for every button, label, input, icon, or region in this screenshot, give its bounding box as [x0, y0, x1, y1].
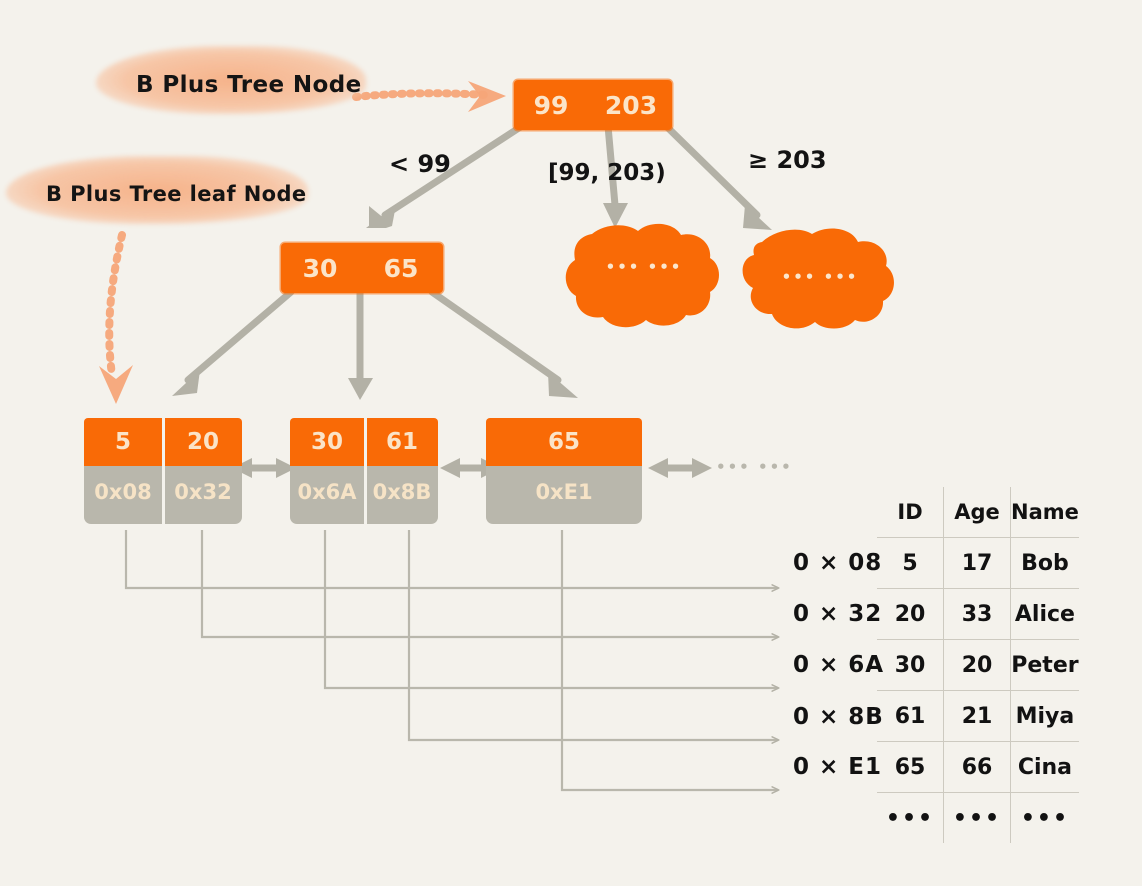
edge-internal-leaf2	[348, 288, 373, 400]
record-table: ID Age Name 5 17 Bob 20 33 Alice 30 20 P…	[877, 487, 1079, 843]
leaf-2-ptr-0: 0x6A	[297, 480, 357, 504]
leaf-3-keys[interactable]	[486, 418, 642, 466]
edge-label-middle: [99, 203)	[548, 160, 666, 186]
cell-name: •••	[1009, 792, 1079, 843]
leaf-3-ptr-0: 0xE1	[535, 480, 593, 504]
leaf-1-key-0: 5	[114, 429, 131, 455]
cell-age: 33	[943, 588, 1011, 640]
table-header-row: ID Age Name	[877, 487, 1079, 538]
cell-name: Cina	[1009, 741, 1079, 793]
table-row: 20 33 Alice	[877, 588, 1079, 640]
cell-id: 20	[877, 588, 944, 640]
cloud-right-dots: ••• •••	[781, 268, 859, 286]
edge-internal-leaf1	[172, 288, 295, 396]
highlight-blob-internal	[96, 46, 366, 114]
table-header-age: Age	[943, 487, 1011, 538]
leaf-2-divider	[364, 418, 367, 524]
address-label-0: 0 × 08	[793, 550, 883, 576]
address-label-2: 0 × 6A	[793, 652, 885, 678]
root-node[interactable]	[514, 80, 672, 130]
edge-label-right: ≥ 203	[748, 146, 827, 174]
edge-internal-leaf3	[428, 288, 578, 398]
cell-name: Miya	[1009, 690, 1079, 742]
cell-age: 20	[943, 639, 1011, 691]
table-row-ellipsis: ••• ••• •••	[877, 792, 1079, 843]
leaf-2-ptr-1: 0x8B	[372, 480, 432, 504]
leaf-3-pointers[interactable]	[486, 466, 642, 524]
cell-id: •••	[877, 792, 944, 843]
leaf-1-ptr-0: 0x08	[94, 480, 152, 504]
leaf-tail-dots: ••• •••	[716, 458, 793, 476]
cell-name: Bob	[1009, 537, 1079, 589]
cell-age: 66	[943, 741, 1011, 793]
highlight-blob-leaf	[6, 156, 308, 224]
address-label-4: 0 × E1	[793, 754, 883, 780]
edge-root-right	[661, 121, 772, 230]
table-header-id: ID	[877, 487, 944, 538]
leaf-2-key-0: 30	[310, 429, 343, 455]
cell-id: 5	[877, 537, 944, 589]
leaf-1-divider	[162, 418, 165, 524]
table-row: 65 66 Cina	[877, 741, 1079, 793]
cell-age: 21	[943, 690, 1011, 742]
cell-name: Peter	[1009, 639, 1079, 691]
annotation-arrow-leaf	[99, 231, 133, 404]
annotation-internal-label: B Plus Tree Node	[136, 72, 362, 98]
cloud-middle-dots: ••• •••	[605, 258, 683, 276]
address-label-3: 0 × 8B	[793, 704, 884, 730]
leaf-1-key-1: 20	[186, 429, 219, 455]
leaf-3-key-0: 65	[547, 429, 580, 455]
cell-id: 30	[877, 639, 944, 691]
cell-id: 61	[877, 690, 944, 742]
cell-age: •••	[943, 792, 1011, 843]
cell-id: 65	[877, 741, 944, 793]
address-label-1: 0 × 32	[793, 601, 883, 627]
leaf-sibling-arrow-3	[648, 458, 712, 478]
internal-key-0: 30	[302, 254, 338, 283]
table-row: 5 17 Bob	[877, 537, 1079, 589]
root-key-1: 203	[604, 91, 658, 120]
edge-label-left: < 99	[389, 150, 451, 178]
annotation-leaf-label: B Plus Tree leaf Node	[46, 182, 307, 206]
leaf-2-key-1: 61	[385, 429, 418, 455]
cell-name: Alice	[1009, 588, 1079, 640]
internal-node[interactable]	[281, 243, 443, 293]
pointer-connectors	[124, 530, 778, 790]
leaf-1-ptr-1: 0x32	[174, 480, 232, 504]
cell-age: 17	[943, 537, 1011, 589]
table-header-name: Name	[1009, 487, 1079, 538]
table-row: 61 21 Miya	[877, 690, 1079, 742]
table-row: 30 20 Peter	[877, 639, 1079, 691]
root-key-0: 99	[533, 91, 569, 120]
annotation-arrow-internal	[352, 81, 506, 112]
internal-key-1: 65	[383, 254, 419, 283]
